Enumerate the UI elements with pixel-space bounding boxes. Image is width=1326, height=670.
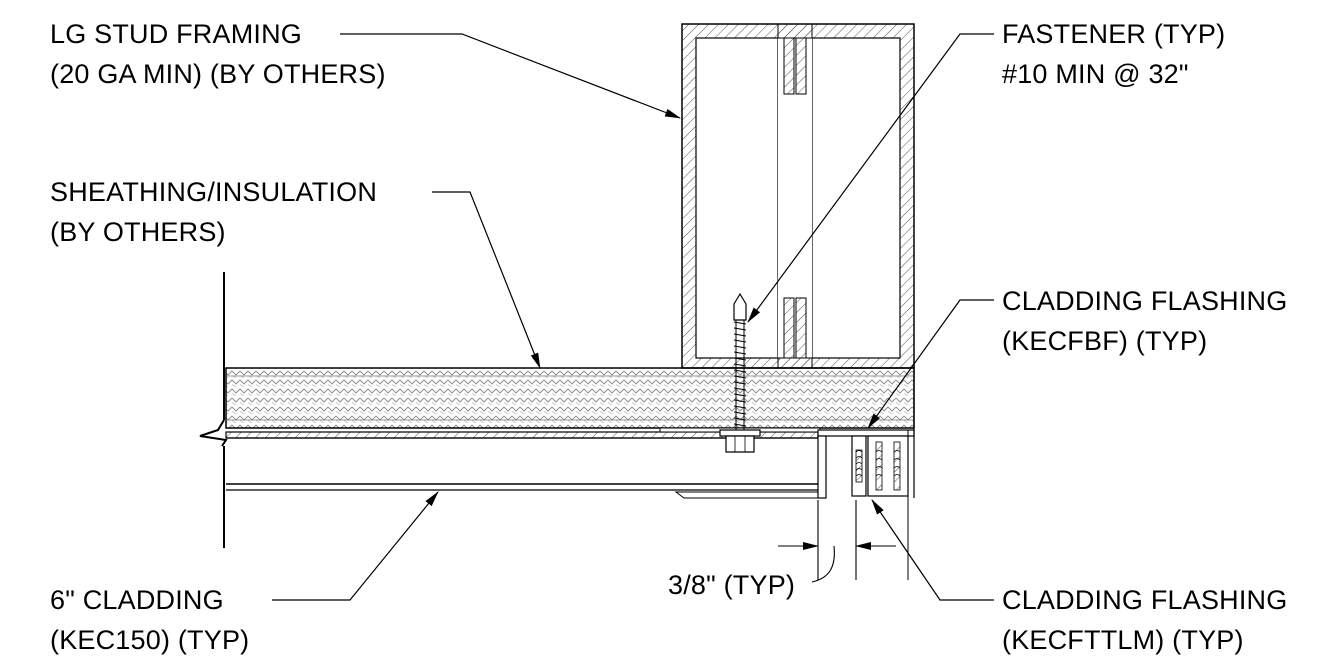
leader-stud	[340, 33, 681, 119]
label-cladding-line2: (KEC150) (TYP)	[50, 625, 250, 655]
leader-flashing-ttlm	[871, 499, 994, 601]
leader-fastener	[747, 33, 994, 323]
label-fastener-line1: FASTENER (TYP)	[1002, 19, 1226, 49]
leader-sheathing	[432, 191, 541, 369]
dimension-3-8	[778, 500, 896, 583]
label-stud-line2: (20 GA MIN) (BY OTHERS)	[50, 59, 386, 89]
label-stud-line1: LG STUD FRAMING	[50, 19, 303, 49]
cladding-flashing-kecfttlm	[867, 368, 915, 580]
label-flashing-bf-line2: (KECFBF) (TYP)	[1002, 326, 1208, 356]
cladding-flashing-kecfbf	[817, 429, 915, 499]
leader-lines	[272, 33, 994, 601]
label-cladding-flashing-kecfbf: CLADDING FLASHING (KECFBF) (TYP)	[1002, 281, 1287, 361]
fastener-screw	[719, 292, 761, 453]
label-cladding: 6" CLADDING (KEC150) (TYP)	[50, 580, 249, 660]
wall-break-line	[199, 272, 228, 548]
label-cladding-flashing-kecfttlm: CLADDING FLASHING (KECFTTLM) (TYP)	[1002, 580, 1287, 660]
label-sheathing-line1: SHEATHING/INSULATION	[50, 177, 378, 207]
label-dimension-text: 3/8" (TYP)	[668, 570, 796, 600]
label-flashing-bf-line1: CLADDING FLASHING	[1002, 286, 1288, 316]
label-flashing-ttlm-line1: CLADDING FLASHING	[1002, 585, 1288, 615]
label-flashing-ttlm-line2: (KECFTTLM) (TYP)	[1002, 625, 1244, 655]
label-sheathing-line2: (BY OTHERS)	[50, 217, 226, 247]
lg-stud-framing	[681, 23, 915, 369]
label-fastener: FASTENER (TYP) #10 MIN @ 32"	[1002, 14, 1225, 94]
leader-flashing-bf	[867, 299, 994, 429]
label-fastener-line2: #10 MIN @ 32"	[1002, 59, 1189, 89]
leader-cladding	[272, 491, 439, 601]
label-cladding-line1: 6" CLADDING	[50, 585, 224, 615]
label-stud-framing: LG STUD FRAMING (20 GA MIN) (BY OTHERS)	[50, 14, 386, 94]
label-sheathing-insulation: SHEATHING/INSULATION (BY OTHERS)	[50, 172, 377, 252]
sheathing-insulation-layer	[225, 367, 915, 429]
label-dimension: 3/8" (TYP)	[668, 565, 795, 605]
